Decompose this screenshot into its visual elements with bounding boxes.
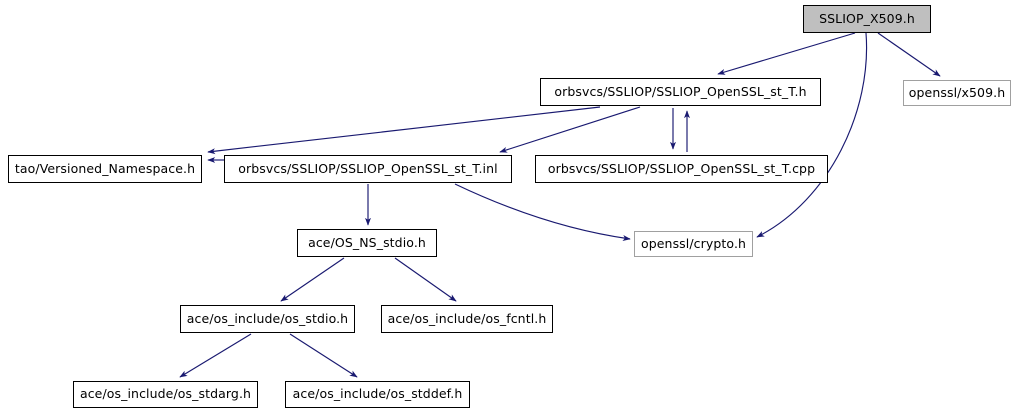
graph-edge-st_t_h-to-versioned_ns — [207, 106, 601, 155]
graph-node-crypto[interactable]: openssl/crypto.h — [634, 231, 753, 257]
graph-node-label: openssl/x509.h — [908, 84, 1006, 100]
graph-edge-st_t_inl-to-crypto — [454, 183, 631, 241]
graph-node-label: orbsvcs/SSLIOP/SSLIOP_OpenSSL_st_T.inl — [238, 160, 498, 176]
graph-edge-os_stdio-to-os_stddef — [289, 333, 358, 378]
graph-node-st_t_cpp[interactable]: orbsvcs/SSLIOP/SSLIOP_OpenSSL_st_T.cpp — [535, 155, 828, 183]
graph-node-st_t_inl[interactable]: orbsvcs/SSLIOP/SSLIOP_OpenSSL_st_T.inl — [224, 155, 512, 183]
graph-edge-root-to-x509 — [877, 32, 941, 77]
graph-node-root[interactable]: SSLIOP_X509.h — [803, 5, 931, 33]
graph-node-os_stdio[interactable]: ace/os_include/os_stdio.h — [180, 305, 355, 333]
graph-node-label: orbsvcs/SSLIOP/SSLIOP_OpenSSL_st_T.h — [554, 83, 807, 99]
graph-node-x509[interactable]: openssl/x509.h — [903, 80, 1011, 106]
graph-node-os_ns_stdio[interactable]: ace/OS_NS_stdio.h — [297, 229, 437, 257]
graph-node-label: openssl/crypto.h — [640, 235, 747, 251]
graph-edge-os_stdio-to-os_stdarg — [179, 333, 252, 378]
graph-node-label: orbsvcs/SSLIOP/SSLIOP_OpenSSL_st_T.cpp — [547, 160, 816, 176]
graph-edge-root-to-st_t_h — [717, 32, 856, 75]
graph-node-os_stdarg[interactable]: ace/os_include/os_stdarg.h — [73, 381, 258, 408]
graph-node-st_t_h[interactable]: orbsvcs/SSLIOP/SSLIOP_OpenSSL_st_T.h — [540, 78, 821, 106]
graph-edge-st_t_h-to-st_t_inl — [499, 106, 641, 153]
graph-node-os_stddef[interactable]: ace/os_include/os_stddef.h — [285, 381, 470, 408]
graph-node-label: ace/os_include/os_stddef.h — [292, 386, 463, 402]
graph-node-versioned_ns[interactable]: tao/Versioned_Namespace.h — [8, 155, 202, 183]
graph-node-label: ace/os_include/os_fcntl.h — [387, 310, 547, 326]
graph-edge-root-to-crypto — [756, 32, 868, 238]
graph-node-label: SSLIOP_X509.h — [819, 10, 915, 26]
graph-node-os_fcntl[interactable]: ace/os_include/os_fcntl.h — [381, 305, 553, 333]
graph-edge-os_ns_stdio-to-os_stdio — [280, 257, 345, 302]
graph-node-label: ace/OS_NS_stdio.h — [308, 234, 426, 250]
graph-node-label: ace/os_include/os_stdarg.h — [79, 386, 252, 402]
graph-node-label: ace/os_include/os_stdio.h — [186, 310, 349, 326]
graph-edge-os_ns_stdio-to-os_fcntl — [394, 257, 457, 302]
graph-node-label: tao/Versioned_Namespace.h — [14, 160, 196, 176]
